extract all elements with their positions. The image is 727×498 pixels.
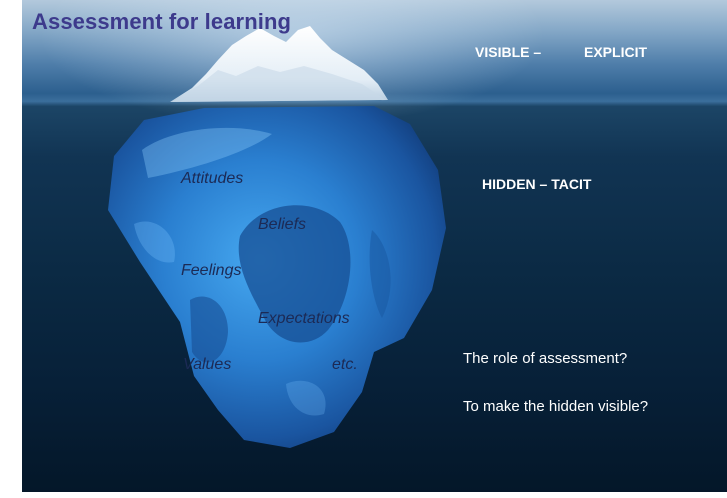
iceberg-illustration [108, 26, 446, 448]
visible-label: VISIBLE – [475, 44, 542, 60]
iceberg-word-beliefs: Beliefs [258, 216, 307, 233]
iceberg-word-attitudes: Attitudes [181, 170, 244, 187]
question-make-visible: To make the hidden visible? [463, 398, 649, 415]
iceberg-word-etc: etc. [332, 356, 358, 373]
left-margin [0, 0, 22, 498]
slide-title: Assessment for learning [32, 9, 292, 34]
question-role: The role of assessment? [463, 350, 628, 367]
iceberg-word-values: Values [183, 356, 232, 373]
slide: Assessment for learning VISIBLE – EXPLIC… [22, 0, 727, 492]
explicit-label: EXPLICIT [584, 44, 648, 60]
iceberg-word-feelings: Feelings [181, 262, 242, 279]
iceberg-word-expectations: Expectations [258, 310, 350, 327]
bottom-margin [22, 492, 727, 498]
hidden-tacit-label: HIDDEN – TACIT [482, 176, 592, 192]
